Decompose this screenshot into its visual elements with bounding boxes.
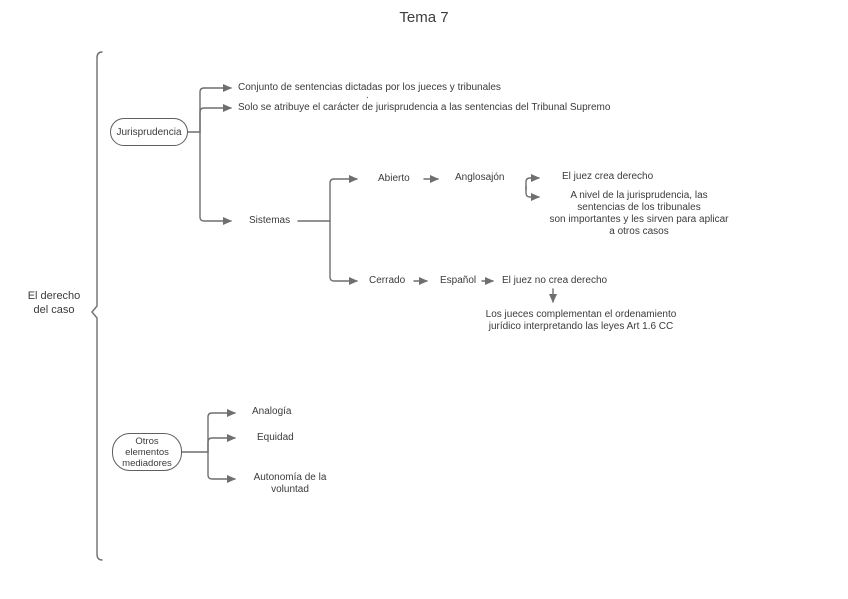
label-jueces-complementan-nota: Los jueces complementan el ordenamiento … [485,309,677,332]
label-conjunto-sentencias: Conjunto de sentencias dictadas por los … [238,82,501,93]
label-solo-tribunal-supremo: Solo se atribuye el carácter de jurispru… [238,102,611,113]
label-juez-no-crea-derecho: El juez no crea derecho [502,275,608,286]
label-anglosajon: Anglosajón [455,172,505,183]
label-equidad: Equidad [257,432,294,443]
root-brace [91,51,103,561]
label-nivel-jurisprudencia: A nivel de la jurisprudencia, las senten… [549,190,729,237]
node-otros-elementos: Otros elementos mediadores [112,433,182,471]
label-juez-crea-derecho: El juez crea derecho [562,171,654,182]
label-autonomia-voluntad: Autonomía de la voluntad [253,472,327,495]
node-jurisprudencia: Jurisprudencia [110,118,188,146]
root-label: El derecho del caso [27,290,81,316]
page-title: Tema 7 [399,9,449,26]
label-cerrado: Cerrado [369,275,406,286]
stray-period-mark: . [366,90,369,101]
label-espanol: Español [440,275,477,286]
label-abierto: Abierto [378,173,410,184]
label-sistemas: Sistemas [249,215,291,226]
label-analogia: Analogía [252,406,292,417]
